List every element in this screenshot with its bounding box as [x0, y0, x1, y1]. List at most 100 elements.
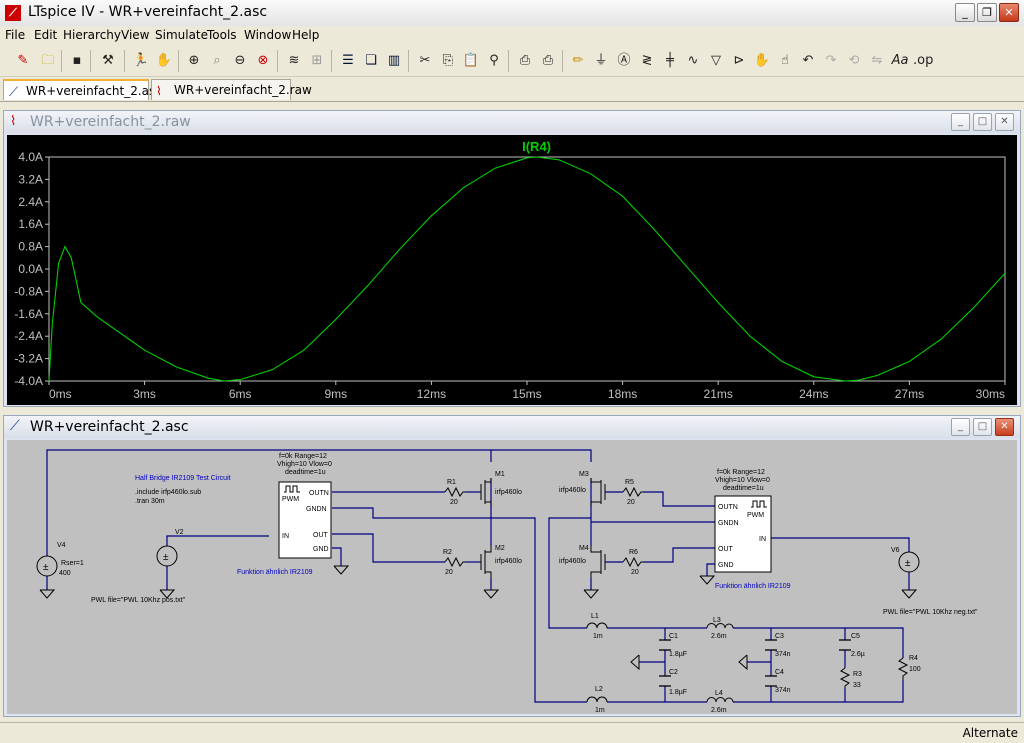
move-icon[interactable]: ✋: [753, 53, 771, 68]
menu-help[interactable]: Help: [292, 28, 320, 42]
driver-right[interactable]: [714, 495, 772, 573]
r5-value[interactable]: 20: [627, 499, 635, 506]
c3-value[interactable]: 374n: [775, 651, 791, 658]
m4-label[interactable]: M4: [579, 545, 589, 552]
rotate-icon[interactable]: ⟲: [848, 53, 860, 68]
tab-waveform[interactable]: ⌇ WR+vereinfacht_2.raw: [151, 79, 312, 100]
l4-value[interactable]: 2.6m: [711, 707, 727, 714]
diode-icon[interactable]: ▽: [711, 53, 721, 68]
tile-vertical-icon[interactable]: ▥: [387, 53, 401, 68]
r1-value[interactable]: 20: [450, 499, 458, 506]
l3-value[interactable]: 2.6m: [711, 633, 727, 640]
pan-hand-icon[interactable]: ✋: [155, 53, 173, 68]
autoscale-icon[interactable]: ≋: [288, 53, 300, 68]
r6-value[interactable]: 20: [631, 569, 639, 576]
menu-tools[interactable]: Tools: [207, 28, 237, 42]
maximize-icon[interactable]: □: [973, 418, 992, 436]
v2-pwl-value[interactable]: PWL file="PWL 10Khz pos.txt": [91, 597, 186, 604]
menu-file[interactable]: File: [5, 28, 26, 42]
l3-label[interactable]: L3: [713, 617, 721, 624]
menu-hierarchy[interactable]: Hierarchy: [63, 28, 122, 42]
open-file-icon[interactable]: 🗀: [41, 53, 55, 68]
l1-label[interactable]: L1: [591, 613, 599, 620]
r5-label[interactable]: R5: [625, 479, 634, 486]
c4-label[interactable]: C4: [775, 669, 784, 676]
text-icon[interactable]: Aa: [891, 53, 909, 68]
minimize-icon[interactable]: _: [955, 3, 975, 22]
zoom-in-icon[interactable]: ⊕: [188, 53, 200, 68]
r6-label[interactable]: R6: [629, 549, 638, 556]
v4-value[interactable]: 400: [59, 570, 71, 577]
c4-value[interactable]: 374n: [775, 687, 791, 694]
c5-label[interactable]: C5: [851, 633, 860, 640]
paste-icon[interactable]: 📋: [462, 53, 480, 68]
menu-edit[interactable]: Edit: [34, 28, 58, 42]
close-icon[interactable]: ✕: [995, 418, 1014, 436]
schematic-drawing[interactable]: ± ± ±: [7, 440, 1017, 714]
menu-simulate[interactable]: Simulate: [155, 28, 209, 42]
print-icon[interactable]: ⎙: [542, 53, 554, 68]
spice-directive-icon[interactable]: .op: [913, 53, 934, 68]
c1-value[interactable]: 1.8µF: [669, 651, 687, 658]
redo-icon[interactable]: ↷: [825, 53, 837, 68]
schematic-canvas[interactable]: ± ± ±: [7, 440, 1017, 714]
tab-schematic[interactable]: ⟋ WR+vereinfacht_2.asc: [3, 79, 162, 100]
resistor-icon[interactable]: ≷: [641, 53, 653, 68]
menu-window[interactable]: Window: [244, 28, 292, 42]
schematic-comment[interactable]: Half Bridge IR2109 Test Circuit: [135, 475, 231, 482]
copy-icon[interactable]: ⎘: [442, 53, 454, 68]
tile-horizontal-icon[interactable]: ☰: [342, 53, 354, 68]
find-icon[interactable]: ⚲: [489, 53, 499, 68]
mirror-icon[interactable]: ⇋: [871, 53, 883, 68]
m1-label[interactable]: M1: [495, 471, 505, 478]
v6-label[interactable]: V6: [891, 547, 900, 554]
minimize-icon[interactable]: _: [951, 418, 970, 436]
undo-icon[interactable]: ↶: [802, 53, 814, 68]
r1-label[interactable]: R1: [447, 479, 456, 486]
print-preview-icon[interactable]: ⎙: [519, 53, 531, 68]
c5-value[interactable]: 2.6µ: [851, 651, 865, 658]
l4-label[interactable]: L4: [715, 690, 723, 697]
cascade-icon[interactable]: ❏: [365, 53, 377, 68]
m3-label[interactable]: M3: [579, 471, 589, 478]
drag-icon[interactable]: ☝: [781, 53, 789, 68]
driver-left[interactable]: [278, 481, 332, 559]
c2-value[interactable]: 1.8µF: [669, 689, 687, 696]
r3-value[interactable]: 33: [853, 682, 861, 689]
m3-model[interactable]: irfp460lo: [559, 487, 586, 494]
inductor-icon[interactable]: ∿: [687, 53, 699, 68]
cut-icon[interactable]: ✂: [419, 53, 431, 68]
v2-label[interactable]: V2: [175, 529, 184, 536]
r2-label[interactable]: R2: [443, 549, 452, 556]
c3-label[interactable]: C3: [775, 633, 784, 640]
capacitor-icon[interactable]: ╪: [666, 53, 674, 68]
m1-model[interactable]: irfp460lo: [495, 489, 522, 496]
v6-pwl-value[interactable]: PWL file="PWL 10Khz neg.txt": [883, 609, 978, 616]
driver-left-caption[interactable]: Funktion ähnlich IR2109: [237, 569, 313, 576]
c2-label[interactable]: C2: [669, 669, 678, 676]
restore-icon[interactable]: ❐: [977, 3, 997, 22]
run-icon[interactable]: 🏃: [132, 53, 150, 68]
m2-model[interactable]: irfp460lo: [495, 558, 522, 565]
r2-value[interactable]: 20: [445, 569, 453, 576]
close-icon[interactable]: ✕: [995, 113, 1014, 131]
spice-directive-include[interactable]: .include irfp460lo.sub: [135, 489, 201, 496]
trace-I-R4[interactable]: [48, 156, 1006, 382]
spice-directive-tran[interactable]: .tran 30m: [135, 498, 165, 505]
component-icon[interactable]: ⊳: [733, 53, 745, 68]
l2-value[interactable]: 1m: [595, 707, 605, 714]
m4-model[interactable]: irfp460lo: [559, 558, 586, 565]
driver-right-caption[interactable]: Funktion ähnlich IR2109: [715, 583, 791, 590]
close-icon[interactable]: ✕: [999, 3, 1019, 22]
r4-label[interactable]: R4: [909, 655, 918, 662]
r3-label[interactable]: R3: [853, 671, 862, 678]
chart-title[interactable]: I(R4): [522, 139, 551, 154]
draw-wire-icon[interactable]: ✏: [572, 53, 584, 68]
v4-label[interactable]: V4: [57, 542, 66, 549]
m2-label[interactable]: M2: [495, 545, 505, 552]
zoom-area-icon[interactable]: ⌕: [213, 53, 221, 68]
r4-value[interactable]: 100: [909, 666, 921, 673]
label-net-icon[interactable]: Ⓐ: [617, 53, 631, 68]
c1-label[interactable]: C1: [669, 633, 678, 640]
